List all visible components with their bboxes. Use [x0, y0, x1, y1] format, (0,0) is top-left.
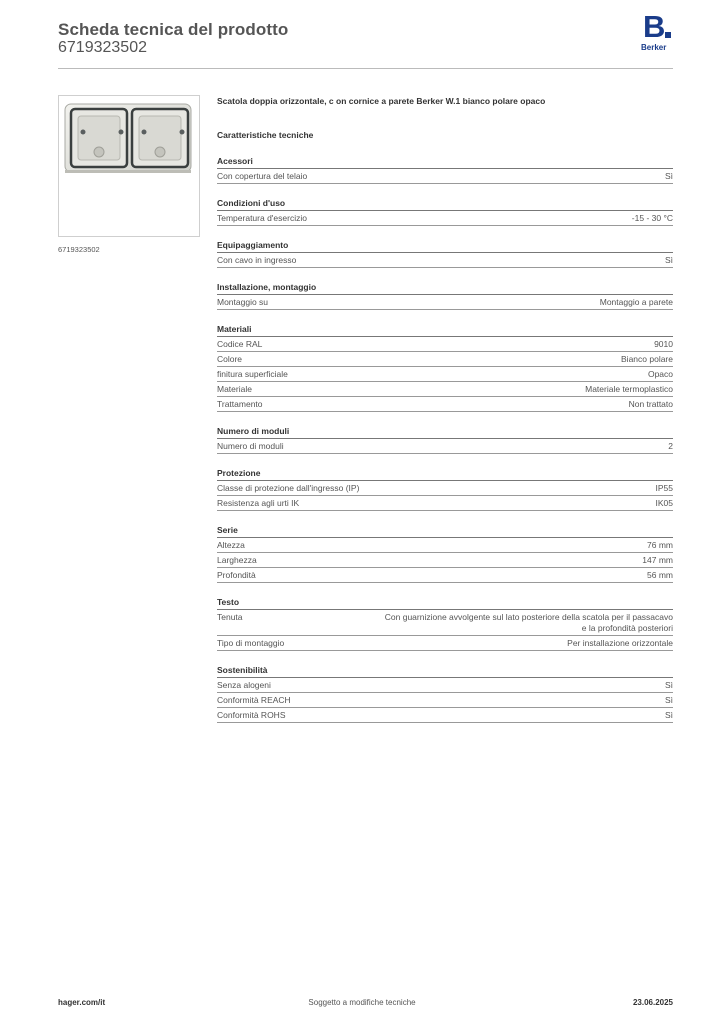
spec-value: Materiale termoplastico: [585, 384, 673, 394]
spec-label: Numero di moduli: [217, 441, 284, 451]
section-title: Materiali: [217, 324, 673, 337]
logo-letter: B: [643, 9, 666, 44]
spec-label: finitura superficiale: [217, 369, 288, 379]
spec-value: 147 mm: [642, 555, 673, 565]
spec-row: Codice RAL 9010: [217, 337, 673, 352]
spec-label: Larghezza: [217, 555, 257, 565]
spec-value: IP55: [655, 483, 674, 493]
spec-label: Temperatura d'esercizio: [217, 213, 307, 223]
spec-content: Scatola doppia orizzontale, c on cornice…: [217, 96, 673, 723]
spec-row: Trattamento Non trattato: [217, 397, 673, 412]
technical-features-title: Caratteristiche tecniche: [217, 130, 314, 140]
spec-label: Codice RAL: [217, 339, 263, 349]
spec-label: Trattamento: [217, 399, 263, 409]
spec-row: Classe di protezione dall'ingresso (IP) …: [217, 481, 673, 496]
spec-row: Con copertura del telaio Sì: [217, 169, 673, 184]
spec-value: 56 mm: [647, 570, 673, 580]
spec-row: Conformità REACH Sì: [217, 693, 673, 708]
spec-value: -15 - 30 °C: [631, 213, 673, 223]
product-code: 6719323502: [58, 39, 147, 56]
spec-row: Senza alogeni Sì: [217, 678, 673, 693]
spec-label: Materiale: [217, 384, 252, 394]
product-image: [58, 95, 200, 237]
spec-label: Resistenza agli urti IK: [217, 498, 300, 508]
spec-value: Bianco polare: [621, 354, 673, 364]
spec-label: Conformità ROHS: [217, 710, 286, 720]
footer-website-link[interactable]: hager.com/it: [58, 998, 106, 1007]
section-title: Equipaggiamento: [217, 240, 673, 253]
section-title: Condizioni d'uso: [217, 198, 673, 211]
product-description: Scatola doppia orizzontale, c on cornice…: [217, 96, 546, 106]
spec-label: Colore: [217, 354, 243, 364]
spec-value: 9010: [654, 339, 673, 349]
spec-value: Sì: [664, 710, 673, 720]
spec-value: Sì: [664, 171, 673, 181]
section-title: Protezione: [217, 468, 673, 481]
spec-row: Conformità ROHS Sì: [217, 708, 673, 723]
spec-row: Profondità 56 mm: [217, 568, 673, 583]
spec-row: Altezza 76 mm: [217, 538, 673, 553]
spec-row: Tenuta Con guarnizione avvolgente sul la…: [217, 610, 673, 636]
section-title: Serie: [217, 525, 673, 538]
spec-row: Colore Bianco polare: [217, 352, 673, 367]
spec-value: 76 mm: [647, 540, 673, 550]
section-title: Acessori: [217, 156, 673, 169]
spec-label: Con copertura del telaio: [217, 171, 308, 181]
spec-row: Materiale Materiale termoplastico: [217, 382, 673, 397]
spec-row: finitura superficiale Opaco: [217, 367, 673, 382]
spec-row: Numero di moduli 2: [217, 439, 673, 454]
spec-value: Opaco: [647, 369, 673, 379]
double-box-illustration: [64, 103, 192, 173]
berker-logo[interactable]: B Berker: [641, 11, 673, 53]
image-caption: 6719323502: [58, 245, 100, 254]
spec-label: Classe di protezione dall'ingresso (IP): [217, 483, 360, 493]
spec-value: 2: [668, 441, 673, 451]
spec-value: Per installazione orizzontale: [567, 638, 673, 648]
spec-value: Montaggio a parete: [599, 297, 673, 307]
section-title: Installazione, montaggio: [217, 282, 673, 295]
spec-row: Larghezza 147 mm: [217, 553, 673, 568]
spec-label: Tenuta: [217, 612, 243, 622]
spec-label: Conformità REACH: [217, 695, 291, 705]
spec-label: Profondità: [217, 570, 256, 580]
spec-label: Senza alogeni: [217, 680, 271, 690]
spec-label: Tipo di montaggio: [217, 638, 285, 648]
spec-value: Con guarnizione avvolgente sul lato post…: [384, 612, 673, 633]
spec-row: Montaggio su Montaggio a parete: [217, 295, 673, 310]
header-divider: [58, 68, 673, 69]
spec-value: IK05: [655, 498, 674, 508]
section-title: Testo: [217, 597, 673, 610]
footer-note: Soggetto a modifiche tecniche: [308, 998, 416, 1007]
spec-value: Sì: [664, 695, 673, 705]
spec-label: Montaggio su: [217, 297, 269, 307]
spec-row: Tipo di montaggio Per installazione oriz…: [217, 636, 673, 651]
spec-value: Sì: [664, 255, 673, 265]
page-title: Scheda tecnica del prodotto: [58, 20, 289, 39]
spec-label: Altezza: [217, 540, 245, 550]
section-title: Sostenibilità: [217, 665, 673, 678]
spec-row: Con cavo in ingresso Sì: [217, 253, 673, 268]
section-title: Numero di moduli: [217, 426, 673, 439]
spec-value: Sì: [664, 680, 673, 690]
footer-date: 23.06.2025: [632, 998, 673, 1007]
logo-dot: [665, 32, 671, 38]
spec-value: Non trattato: [628, 399, 673, 409]
logo-wordmark: Berker: [641, 43, 667, 52]
spec-row: Temperatura d'esercizio -15 - 30 °C: [217, 211, 673, 226]
spec-label: Con cavo in ingresso: [217, 255, 297, 265]
spec-row: Resistenza agli urti IK IK05: [217, 496, 673, 511]
